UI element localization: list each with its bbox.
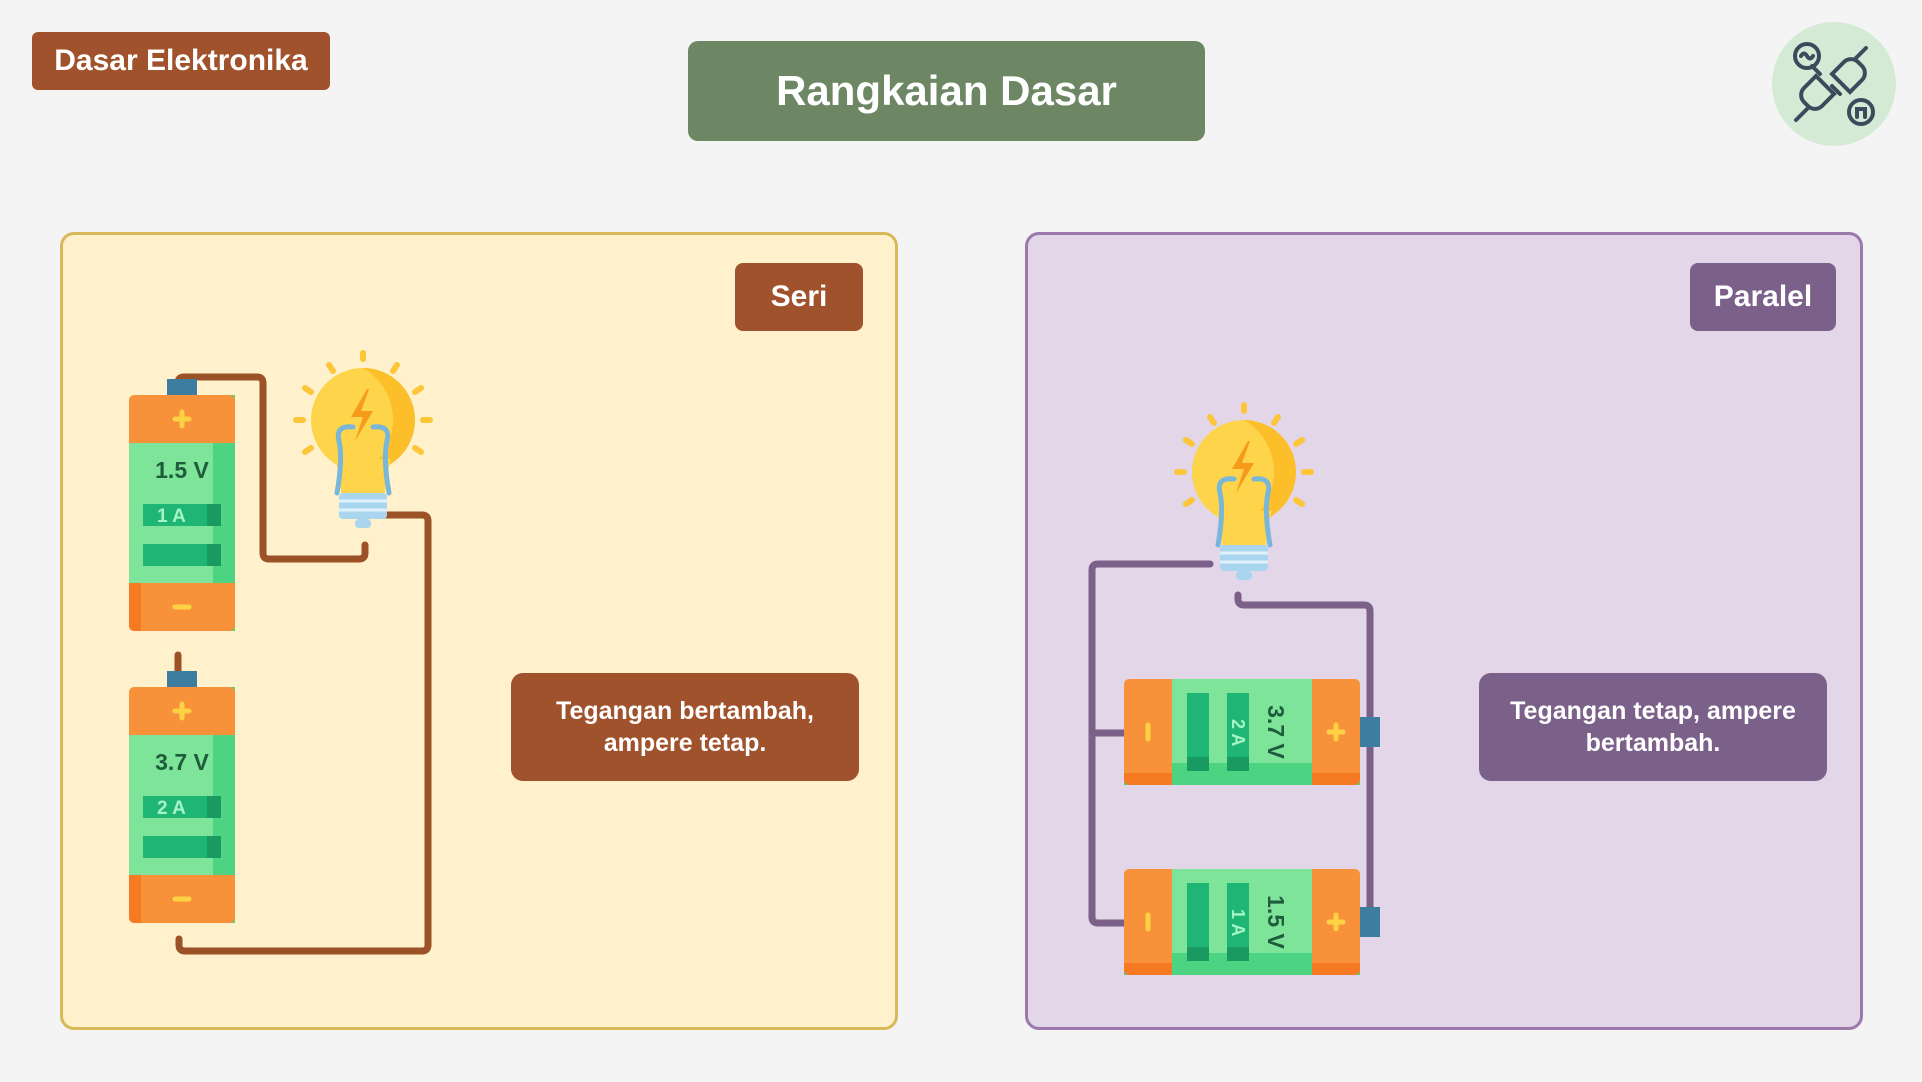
- series-wire-return: [175, 511, 432, 955]
- parallel-panel: Paralel Tegangan tetap, ampere bertambah…: [1025, 232, 1863, 1030]
- parallel-lightbulb-icon: [1174, 402, 1314, 580]
- series-panel: Seri Tegangan bertambah, ampere tetap. 1…: [60, 232, 898, 1030]
- parallel-battery-2-current: 1 A: [1228, 909, 1248, 936]
- parallel-battery-1-current: 2 A: [1228, 719, 1248, 746]
- parallel-battery-2: 1.5 V 1 A: [1124, 869, 1380, 975]
- plug-socket-icon: [1772, 22, 1896, 146]
- series-battery-2-voltage: 3.7 V: [155, 749, 209, 775]
- series-battery-1: 1.5 V 1 A: [129, 379, 235, 631]
- series-label: Seri: [735, 263, 863, 331]
- parallel-battery-2-voltage: 1.5 V: [1263, 895, 1289, 949]
- series-circuit-diagram: 1.5 V 1 A 3.7 V 2 A: [129, 350, 433, 955]
- parallel-battery-1: 3.7 V 2 A: [1124, 679, 1380, 785]
- parallel-battery-1-voltage: 3.7 V: [1263, 705, 1289, 759]
- parallel-circuit-diagram: 3.7 V 2 A 1.5 V 1 A: [1088, 402, 1380, 975]
- series-battery-2-current: 2 A: [157, 798, 186, 819]
- parallel-label: Paralel: [1690, 263, 1836, 331]
- series-battery-1-current: 1 A: [157, 506, 186, 527]
- page-title: Rangkaian Dasar: [688, 41, 1205, 141]
- series-battery-2: 3.7 V 2 A: [129, 671, 235, 923]
- series-lightbulb-icon: [293, 350, 433, 528]
- series-wire-top: [174, 373, 369, 563]
- parallel-description: Tegangan tetap, ampere bertambah.: [1479, 673, 1827, 781]
- series-description: Tegangan bertambah, ampere tetap.: [511, 673, 859, 781]
- series-battery-1-voltage: 1.5 V: [155, 457, 209, 483]
- parallel-wire-left: [1088, 560, 1214, 927]
- topic-tag: Dasar Elektronika: [32, 32, 330, 90]
